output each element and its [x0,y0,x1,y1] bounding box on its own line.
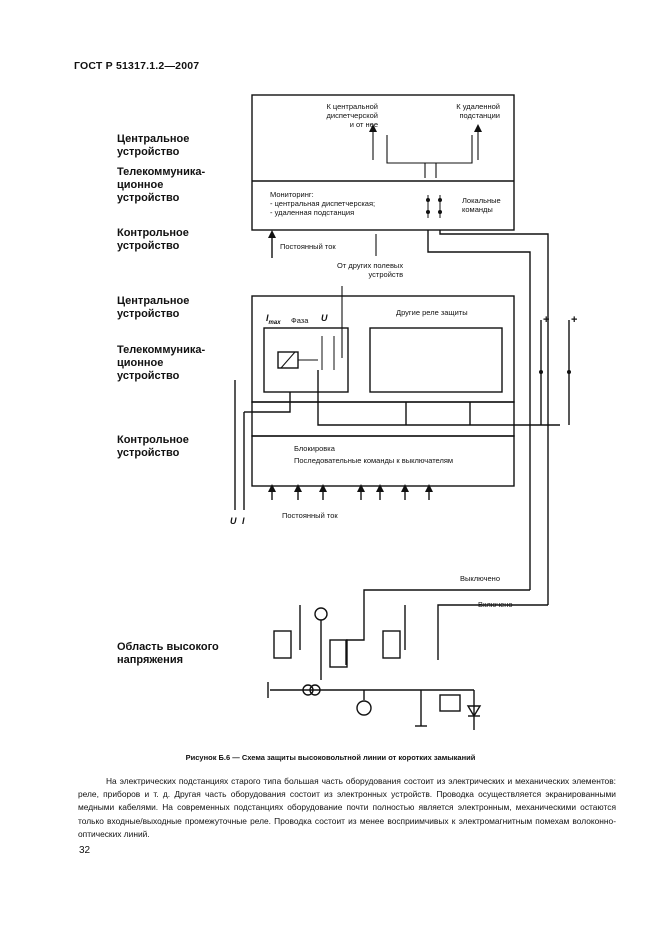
label-local-commands: Локальные команды [462,196,501,214]
label-dc-bottom: Постоянный ток [282,511,338,520]
central-telecom-block [251,94,515,231]
label-u-relay: U [321,313,328,323]
relay-unit [263,327,349,393]
label-telecom-device-mid: Телекоммуника- ционное устройство [117,344,206,382]
page-number: 32 [79,845,91,856]
body-paragraph-text: На электрических подстанциях старого тип… [78,776,616,839]
i-max-subscript: max [268,319,281,326]
body-paragraph: На электрических подстанциях старого тип… [78,775,616,841]
label-i-bottom: I [242,516,245,526]
label-control-device-mid: Контрольное устройство [117,434,189,459]
relay-block [251,295,515,403]
label-telecom-device-top: Телекоммуника- ционное устройство [117,166,206,204]
label-high-voltage-area: Область высокого напряжения [117,641,219,666]
label-other-relays: Другие реле защиты [396,308,468,317]
i-max-symbol: I [266,313,269,323]
label-blocking: Блокировка [294,444,335,453]
label-monitoring: Мониторинг: - центральная диспетчерская;… [270,190,376,217]
label-central-device-top: Центральное устройство [117,133,190,158]
label-u-bottom: U [230,516,237,526]
other-relays-box [369,327,503,393]
figure-caption: Рисунок Б.6 — Схема защиты высоковольтно… [185,753,476,762]
label-on: Включено [478,600,513,609]
label-central-device-mid: Центральное устройство [117,295,190,320]
label-phase: Фаза [291,316,309,325]
label-control-device-top: Контрольное устройство [117,227,189,252]
label-sequential-commands: Последовательные команды к выключателям [294,456,454,465]
control-block [251,435,515,487]
label-other-devices: От других полевых устройств [337,261,404,279]
label-to-central: К центральной диспетчерской и от нее [326,102,378,129]
label-plus-1: + [543,314,550,326]
label-to-remote: К удаленной подстанции [456,102,500,120]
label-dc-top: Постоянный ток [280,242,336,251]
label-i-max: Imax [266,313,281,326]
label-off: Выключено [460,574,500,583]
document-header: ГОСТ Р 51317.1.2—2007 [74,60,200,72]
label-plus-2: + [571,314,578,326]
